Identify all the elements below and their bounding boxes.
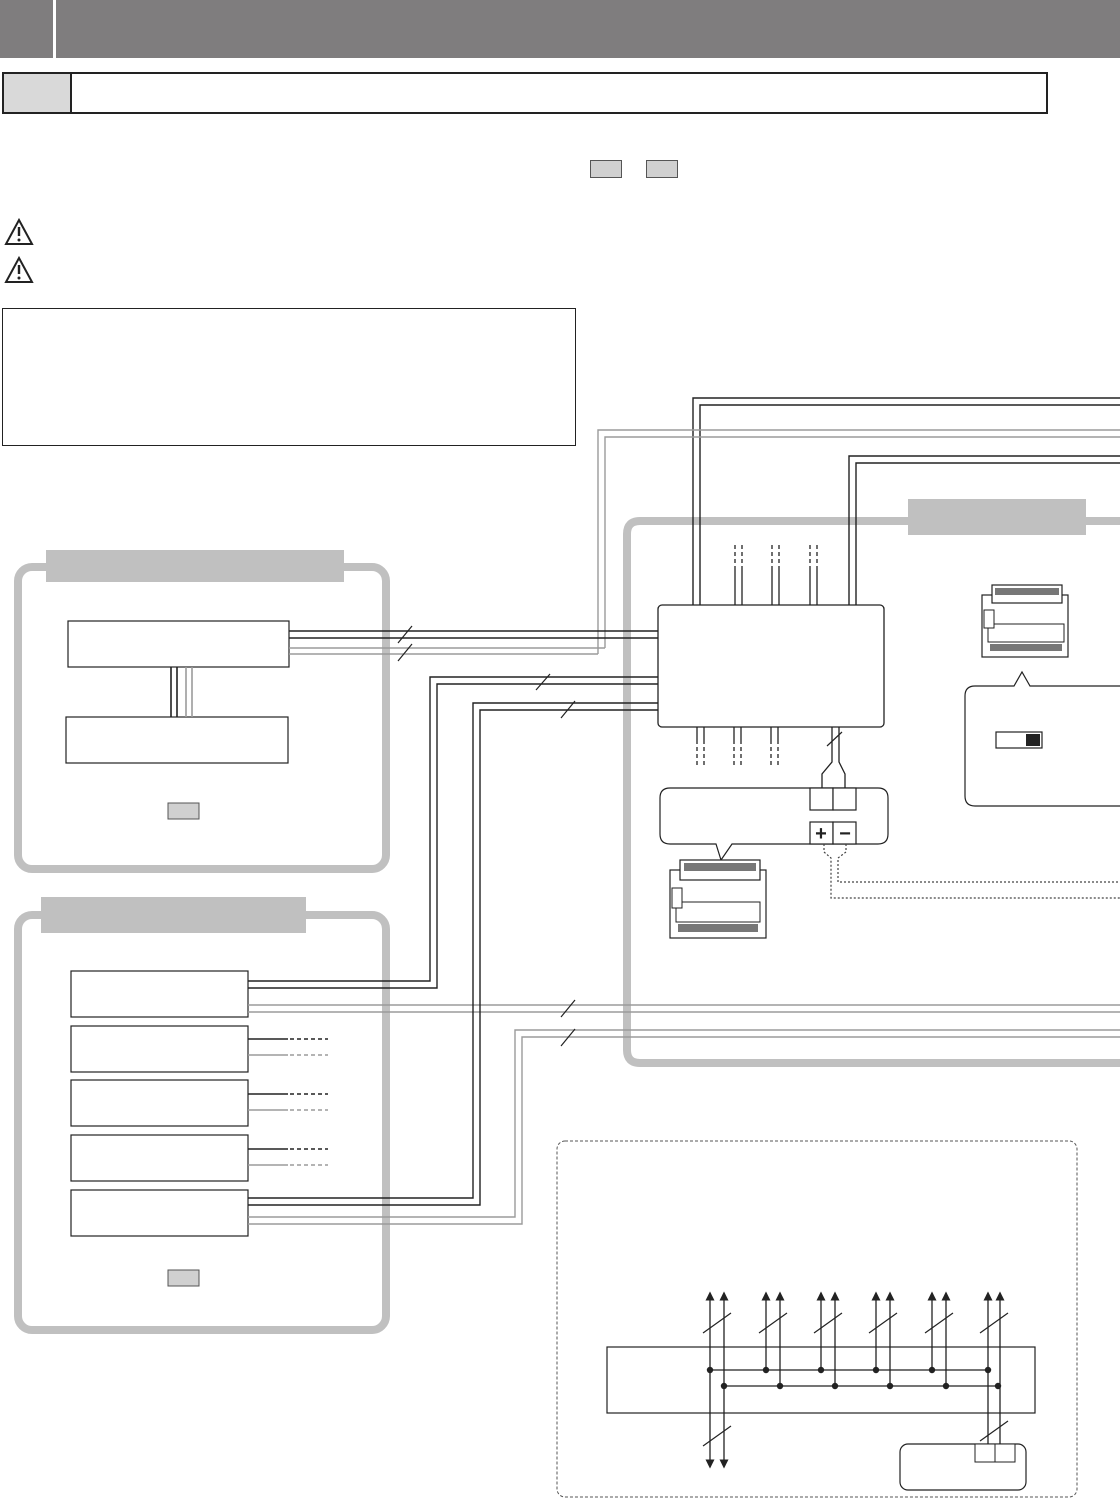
device-box-bottom-3: [70, 1079, 249, 1127]
central-unit-box: [657, 604, 885, 728]
din-module-icon: [669, 859, 767, 939]
inset-detail: [556, 1140, 1078, 1498]
minus-terminal: [832, 821, 857, 845]
device-box-bottom-4: [70, 1134, 249, 1182]
minus-icon: −: [839, 823, 851, 845]
warning-triangle-icon: [4, 217, 34, 250]
din-module-icon: [981, 584, 1069, 658]
group-bottom-left-title-bar: [41, 897, 306, 933]
group-right: + −: [623, 499, 1120, 1067]
reference-box-bottom-left: [167, 1269, 200, 1287]
device-box-bottom-1: [70, 970, 249, 1018]
device-box-top-2: [65, 716, 289, 764]
group-top-left: [14, 550, 390, 873]
reference-box-b: [646, 160, 678, 178]
device-box-bottom-5: [70, 1189, 249, 1237]
section-number-box: [2, 72, 72, 114]
notice-box: [2, 308, 576, 446]
device-box-bottom-2: [70, 1025, 249, 1073]
device-box-top-1: [67, 620, 290, 668]
group-right-title-bar: [908, 499, 1086, 535]
group-bottom-left: [14, 897, 390, 1334]
warning-triangle-icon: [4, 255, 34, 288]
page-header-tab: [0, 0, 56, 58]
reference-box-a: [590, 160, 622, 178]
group-top-left-title-bar: [46, 550, 344, 582]
reference-box-top-left: [167, 802, 200, 820]
plus-icon: +: [815, 823, 827, 845]
page-header-bar: [0, 0, 1120, 58]
